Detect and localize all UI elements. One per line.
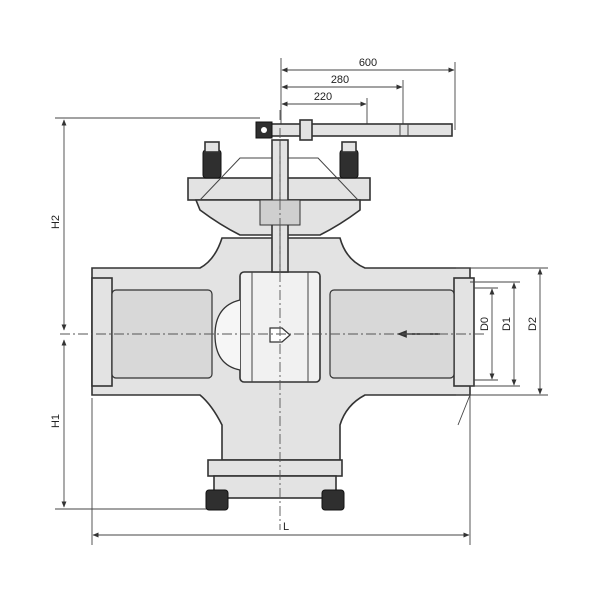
dim-label-220: 220 <box>314 91 332 103</box>
dim-label-l: L <box>283 521 289 533</box>
dim-label-d0: D0 <box>479 317 491 331</box>
center-lines <box>60 110 485 530</box>
gland <box>259 199 301 226</box>
dim-label-d1: D1 <box>501 317 513 331</box>
right-end-cap <box>453 277 475 387</box>
handle-collar <box>299 119 313 141</box>
dim-label-280: 280 <box>331 74 349 86</box>
diameter-dimension-group: D0 D1 D2 <box>456 267 548 396</box>
handle-pin <box>261 127 267 133</box>
bonnet-bolt-right <box>339 149 359 179</box>
bottom-cover <box>213 475 337 499</box>
length-dimension-group: L <box>91 394 471 545</box>
bottom-bolt-right <box>321 489 345 511</box>
height-dimension-group: H2 H1 <box>50 117 260 510</box>
dim-label-h1: H1 <box>50 414 62 428</box>
handle-bar <box>261 123 453 137</box>
bolt-cap-right <box>341 141 357 153</box>
chamfer-leader <box>457 394 471 426</box>
bonnet-bolt-left <box>202 149 222 179</box>
bolt-cap-left <box>204 141 220 153</box>
plug-port <box>214 299 241 371</box>
bottom-cover-top <box>207 459 343 477</box>
top-dimension-group: 600 280 220 <box>280 57 456 130</box>
bottom-bolt-left <box>205 489 229 511</box>
dim-label-h2: H2 <box>50 215 62 229</box>
dim-label-600: 600 <box>359 57 377 69</box>
left-end-cap <box>91 277 113 387</box>
dim-label-d2: D2 <box>527 317 539 331</box>
wrench-handle <box>255 119 453 141</box>
valve-body <box>91 139 475 511</box>
